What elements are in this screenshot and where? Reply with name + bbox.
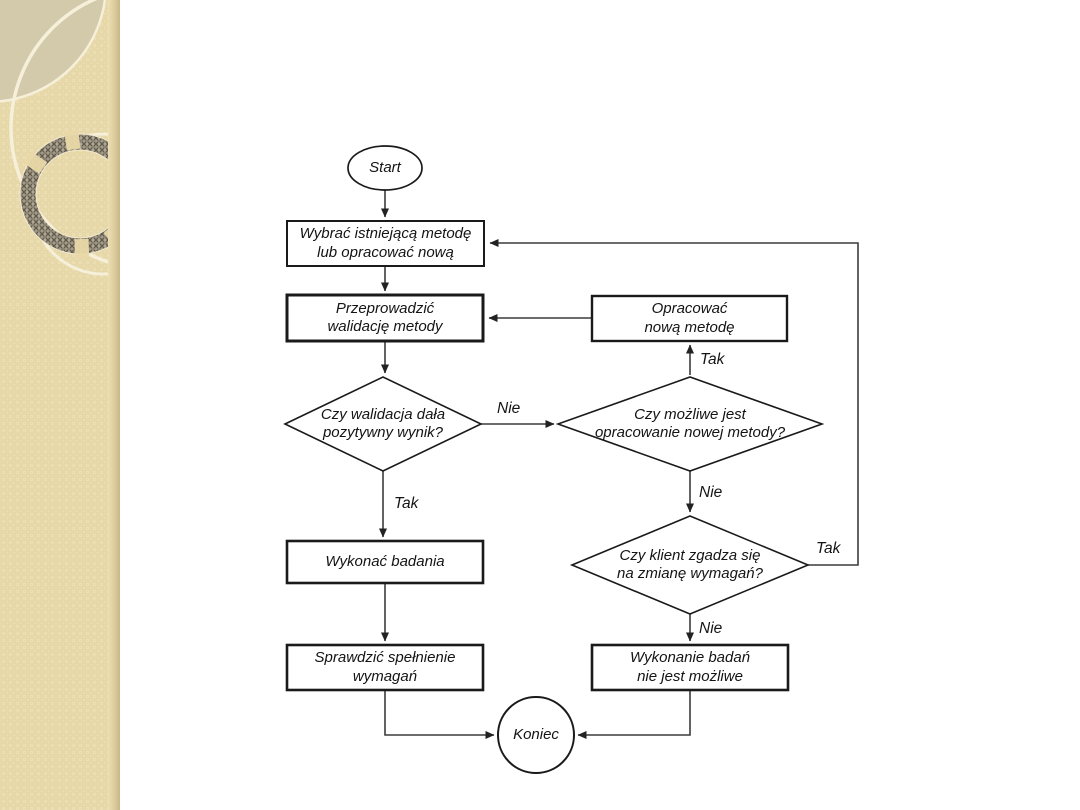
strip-filled-circle xyxy=(0,0,107,103)
edge-impossible-to-end xyxy=(577,690,691,739)
possible-decision-diamond xyxy=(555,376,825,472)
validate-box xyxy=(285,293,485,343)
client-decision-diamond xyxy=(569,515,811,615)
start-terminator xyxy=(347,145,423,191)
flowchart-connectors xyxy=(379,190,859,739)
tests-impossible-box xyxy=(590,643,790,692)
strip-outline-circle-large xyxy=(9,0,120,268)
develop-new-method-box xyxy=(590,294,789,343)
flowchart-shapes xyxy=(283,145,825,774)
validation-decision-diamond xyxy=(283,376,483,472)
check-requirements-box xyxy=(285,643,485,692)
perform-tests-box xyxy=(285,539,485,585)
end-terminator xyxy=(497,696,575,774)
strip-right-edge xyxy=(108,0,120,810)
decorative-strip xyxy=(0,0,120,810)
edge-check-to-end xyxy=(384,690,495,739)
choose-method-box xyxy=(286,220,485,267)
edge-client-yes-feedback xyxy=(489,239,859,566)
